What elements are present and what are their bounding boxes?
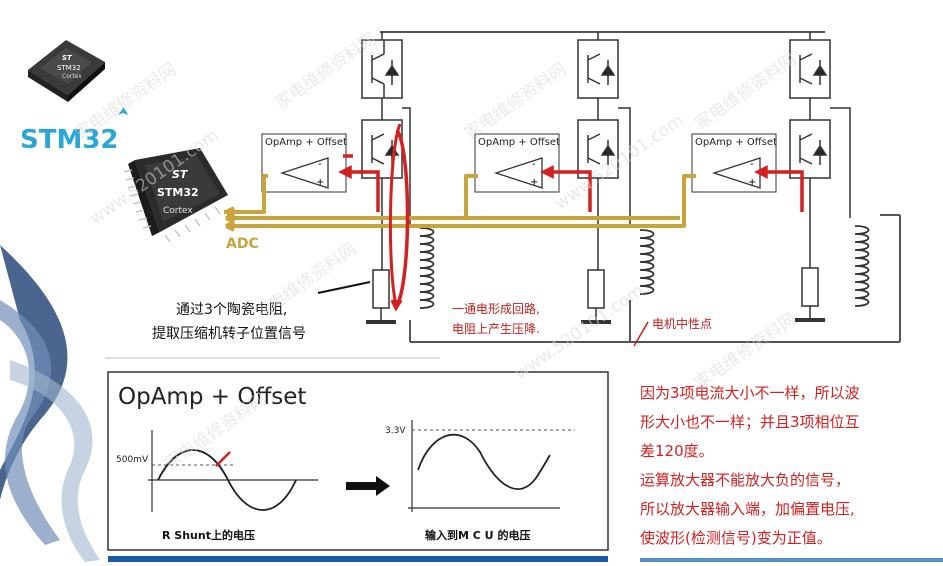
explanation-line-1: 因为3项电流大小不一样，所以波 [640, 384, 860, 402]
input-caption: R Shunt上的电压 [162, 528, 255, 542]
opamp-minus-3: - [750, 159, 754, 170]
explanation-line-4: 运算放大器不能放大负的信号， [640, 471, 850, 489]
bottom-bar-right [640, 558, 943, 562]
opamp-minus-1: - [318, 159, 322, 170]
explanation-line-3: 差120度。 [640, 442, 714, 460]
input-waveform: 500mV R Shunt上的电压 [116, 430, 318, 542]
motor-coils [419, 225, 870, 309]
opamp-plus-2: + [530, 177, 538, 188]
opamp-label-3: OpAmp + Offset [695, 137, 777, 148]
current-paths [338, 123, 804, 312]
svg-text:www.520101.com: www.520101.com [551, 110, 687, 214]
opamp-label-2: OpAmp + Offset [478, 137, 560, 148]
waveform-panel: OpAmp + Offset 500mV R Shunt上的电压 3.3V 输入… [107, 371, 609, 551]
annotation-loop-line2: 电阻上产生压降. [452, 322, 540, 336]
svg-text:家电维修资料网: 家电维修资料网 [461, 59, 570, 144]
annotation-neutral: 电机中性点 [633, 316, 712, 347]
output-waveform: 3.3V 输入到M C U 的电压 [385, 420, 575, 542]
stm32-chip-small-icon: ST STM32 Cortex [28, 40, 105, 102]
opamp-label-1: OpAmp + Offset [265, 137, 347, 148]
chip-large-sub-text: Cortex [163, 206, 193, 216]
circuit [380, 31, 901, 343]
explanation-text: 因为3项电流大小不一样，所以波 形大小也不一样；并且3项相位互 差120度。 运… [640, 384, 860, 547]
annotation-loop: 一通电形成回路, 电阻上产生压降. [452, 301, 540, 336]
shunt-resistors [366, 267, 825, 324]
opamp-minus-2: - [532, 159, 536, 170]
chip-large-name-text: STM32 [157, 186, 199, 199]
stm32-chip-large-icon: ST STM32 Cortex [123, 148, 228, 243]
annotation-loop-line1: 一通电形成回路, [452, 301, 540, 316]
adc-label: ADC [226, 236, 259, 252]
adc-signal-lines [224, 174, 696, 232]
bottom-bar-left [108, 556, 608, 562]
opamp-block-2: OpAmp + Offset - + [474, 133, 560, 193]
input-level-label: 500mV [116, 455, 149, 465]
output-level-label: 3.3V [385, 426, 406, 436]
chip-small-st-text: ST [62, 54, 73, 62]
chip-large-st-text: ST [172, 168, 189, 181]
annotation-shunt-line2: 提取压缩机转子位置信号 [152, 326, 306, 342]
chip-small-sub-text: Cortex [62, 73, 82, 80]
butterfly-icon [118, 107, 128, 115]
waveform-panel-title: OpAmp + Offset [118, 384, 306, 410]
opamp-block-3: OpAmp + Offset - + [691, 133, 777, 193]
svg-text:家电维修资料网: 家电维修资料网 [251, 239, 360, 324]
explanation-line-6: 使波形(检测信号)变为正值。 [640, 529, 832, 547]
opamp-plus-1: + [316, 177, 324, 188]
annotation-shunt: 通过3个陶瓷电阻, 提取压缩机转子位置信号 [152, 281, 371, 342]
chip-small-name-text: STM32 [57, 64, 81, 72]
svg-text:家电维修资料网: 家电维修资料网 [271, 29, 380, 114]
opamp-block-1: OpAmp + Offset - + [261, 133, 347, 193]
decorative-ribbons [0, 245, 100, 562]
opamp-plus-3: + [748, 177, 756, 188]
svg-text:家电维修资料网: 家电维修资料网 [691, 49, 800, 134]
explanation-line-5: 所以放大器输入端，加偏置电压, [640, 500, 855, 518]
arrow-right-icon [346, 476, 390, 496]
annotation-shunt-line1: 通过3个陶瓷电阻, [176, 302, 287, 318]
explanation-line-2: 形大小也不一样；并且3项相位互 [640, 413, 860, 431]
annotation-neutral-text: 电机中性点 [652, 316, 712, 331]
output-caption: 输入到M C U 的电压 [425, 528, 530, 542]
stm32-logo-text: STM32 [20, 125, 119, 155]
